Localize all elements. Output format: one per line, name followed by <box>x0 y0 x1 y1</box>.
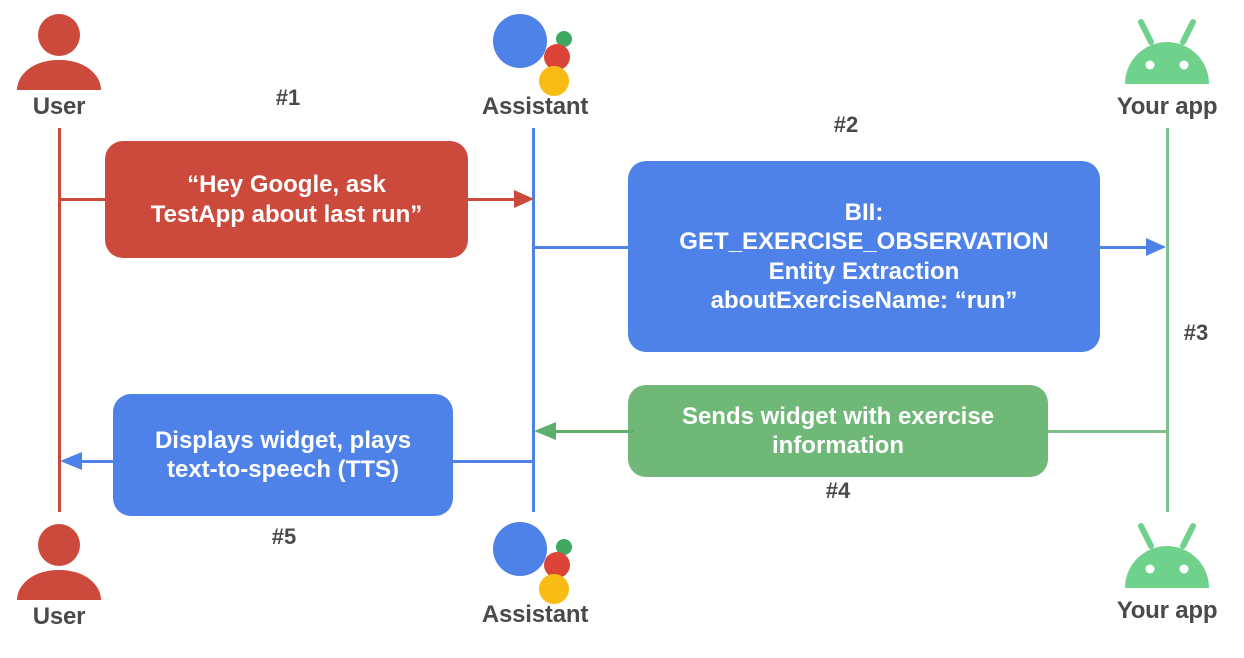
message-step2-line-4: aboutExerciseName: “run” <box>710 286 1018 314</box>
arrow-line-step4 <box>556 430 634 433</box>
message-step5-line-1: Displays widget, plays <box>154 426 412 454</box>
google-assistant-icon <box>489 518 581 604</box>
message-step4-line-1: Sends widget with exercise <box>681 402 995 430</box>
message-step2-line-1: BII: <box>844 198 884 226</box>
connector-assistant-to-step5 <box>452 460 534 463</box>
connector-your-app-to-step4 <box>1046 430 1168 433</box>
arrowhead-step1 <box>514 190 534 208</box>
actor-your-app-top: Your app <box>1092 18 1242 120</box>
message-step1-line-2: TestApp about last run” <box>150 200 423 228</box>
message-step1-line-1: “Hey Google, ask <box>187 171 386 199</box>
step-label-2: #2 <box>833 112 859 137</box>
lifeline-assistant <box>532 128 535 512</box>
actor-your-app-top-label: Your app <box>1116 93 1218 120</box>
actor-user-bottom: User <box>0 524 134 630</box>
actor-assistant-top-label: Assistant <box>481 93 589 120</box>
message-step2-line-3: Entity Extraction <box>768 257 960 285</box>
arrowhead-step2 <box>1146 238 1166 256</box>
user-icon <box>17 14 101 90</box>
step-label-4: #4 <box>825 478 851 503</box>
actor-user-top: User <box>0 14 134 120</box>
step-label-3: #3 <box>1183 320 1209 345</box>
actor-your-app-bottom-label: Your app <box>1116 597 1218 624</box>
lifeline-your-app <box>1166 128 1169 512</box>
actor-user-bottom-label: User <box>32 603 86 630</box>
user-icon <box>17 524 101 600</box>
actor-assistant-bottom-label: Assistant <box>481 601 589 628</box>
arrowhead-step4 <box>534 422 556 440</box>
message-step4-line-2: information <box>771 432 904 459</box>
android-robot-icon <box>1119 18 1215 90</box>
arrow-line-step5 <box>82 460 114 463</box>
arrowhead-step5 <box>60 452 82 470</box>
lifeline-user <box>58 128 61 512</box>
message-box-step2[interactable]: BII: GET_EXERCISE_OBSERVATION Entity Ext… <box>628 161 1100 352</box>
message-step2-line-2: GET_EXERCISE_OBSERVATION <box>679 228 1049 256</box>
actor-user-top-label: User <box>32 93 86 120</box>
step-label-1: #1 <box>275 85 301 110</box>
actor-assistant-top: Assistant <box>460 10 610 120</box>
google-assistant-icon <box>489 10 581 96</box>
message-box-step4[interactable]: Sends widget with exercise information <box>628 385 1048 477</box>
arrow-line-step1 <box>466 198 518 201</box>
message-box-step1[interactable]: “Hey Google, ask TestApp about last run” <box>105 141 468 258</box>
connector-assistant-to-step2 <box>532 246 632 249</box>
message-step5-line-2: text-to-speech (TTS) <box>166 456 399 483</box>
actor-assistant-bottom: Assistant <box>460 518 610 628</box>
message-box-step5[interactable]: Displays widget, plays text-to-speech (T… <box>113 394 453 516</box>
step-label-5: #5 <box>271 524 297 549</box>
actor-your-app-bottom: Your app <box>1092 522 1242 624</box>
arrow-line-step2 <box>1098 246 1148 249</box>
android-robot-icon <box>1119 522 1215 594</box>
connector-user-to-step1 <box>58 198 113 201</box>
